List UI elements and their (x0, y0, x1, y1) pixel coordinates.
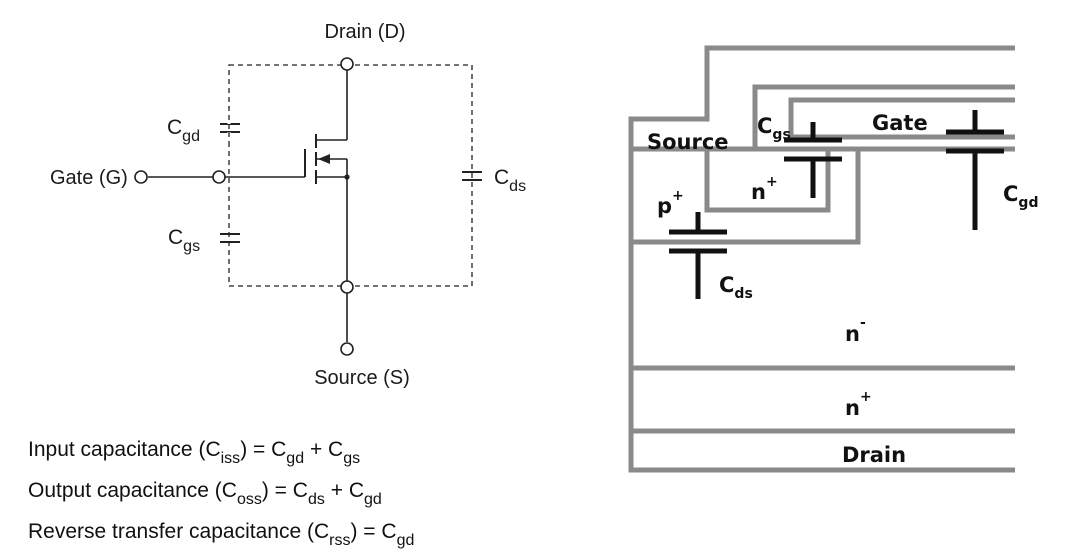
cgs-label: Cgs (168, 226, 200, 255)
drain-terminal[interactable] (340, 57, 354, 71)
p-body-region (631, 149, 861, 245)
n-plus-source-well (704, 149, 831, 213)
xs-cgd-capacitor-symbol (946, 110, 1004, 230)
cgd-label: Cgd (167, 116, 200, 145)
cds-label: Cds (494, 166, 526, 195)
mosfet-symbol (304, 70, 348, 281)
gate-label: Gate (G) (50, 167, 128, 189)
n-plus-substrate-label: n+ (845, 389, 872, 420)
drain-label: Drain (D) (324, 21, 405, 43)
schematic (134, 57, 482, 356)
equation-input: Input capacitance (Ciss) = Cgd + Cgs (28, 438, 360, 467)
capacitance-boundary (228, 64, 473, 287)
gate-node (212, 170, 226, 184)
equations: Input capacitance (Ciss) = Cgd + Cgs Out… (28, 438, 414, 549)
cross-section (628, 45, 1015, 473)
gate-electrode (788, 97, 1015, 140)
source-terminal[interactable] (340, 342, 354, 356)
cgd-capacitor-symbol (220, 106, 240, 146)
xs-drain-label: Drain (842, 443, 906, 467)
equation-reverse-transfer: Reverse transfer capacitance (Crss) = Cg… (28, 520, 414, 549)
equation-output: Output capacitance (Coss) = Cds + Cgd (28, 479, 382, 508)
cgs-capacitor-symbol (220, 233, 240, 243)
source-label: Source (S) (314, 367, 410, 389)
source-metal-outline (628, 45, 1015, 473)
xs-cgd-label: Cgd (1003, 182, 1038, 211)
xs-capacitors (669, 110, 1004, 299)
gate-terminal[interactable] (134, 170, 148, 184)
xs-source-label: Source (647, 130, 729, 154)
xs-cgs-label: Cgs (757, 114, 791, 143)
n-plus-well-label: n+ (751, 174, 778, 204)
xs-gate-label: Gate (872, 111, 928, 135)
xs-cds-capacitor-symbol (669, 212, 727, 299)
gate-insulator (752, 84, 1015, 149)
cds-capacitor-symbol (462, 171, 482, 181)
source-node (340, 280, 354, 294)
n-minus-label: n- (845, 315, 866, 346)
p-plus-label: p+ (657, 188, 684, 218)
xs-cgs-capacitor-symbol (784, 122, 842, 198)
xs-cds-label: Cds (719, 273, 753, 302)
